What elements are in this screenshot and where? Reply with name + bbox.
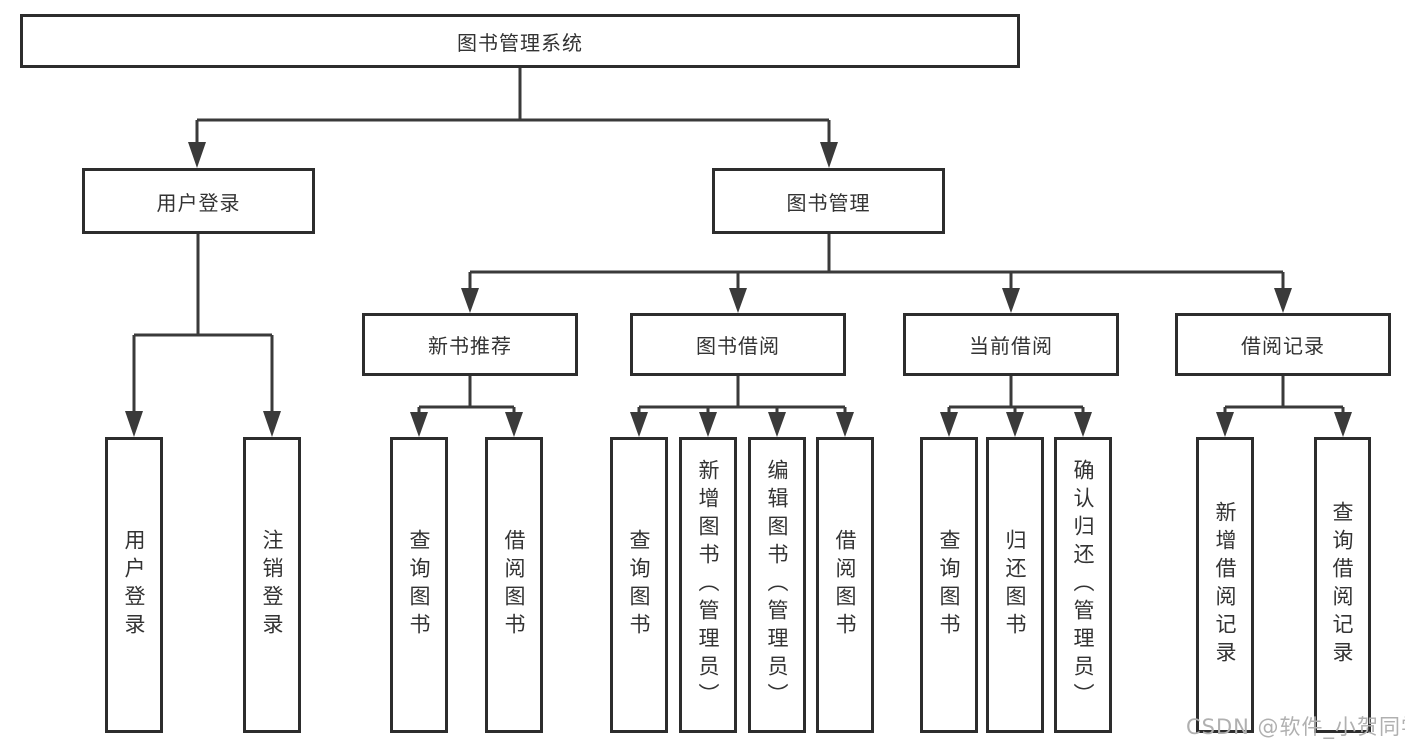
connector-book-borrow-children [630, 376, 854, 437]
leaf-recommend-query-books: 查询图书 [390, 437, 448, 733]
node-book-management: 图书管理 [712, 168, 945, 234]
node-new-book-recommend: 新书推荐 [362, 313, 578, 376]
connector-borrow-records-children [1216, 376, 1352, 437]
leaf-current-query-books: 查询图书 [920, 437, 978, 733]
node-user-login: 用户登录 [82, 168, 315, 234]
leaf-confirm-return-admin: 确认归还（管理员） [1054, 437, 1112, 733]
leaf-logout: 注销登录 [243, 437, 301, 733]
leaf-user-login: 用户登录 [105, 437, 163, 733]
leaf-return-book: 归还图书 [986, 437, 1044, 733]
leaf-query-borrow-record: 查询借阅记录 [1314, 437, 1371, 733]
leaf-borrow-query-books: 查询图书 [610, 437, 668, 733]
node-root-system: 图书管理系统 [20, 14, 1020, 68]
connector-root-to-level2 [188, 68, 838, 168]
connector-book-management-children [461, 234, 1292, 313]
node-book-borrow: 图书借阅 [630, 313, 846, 376]
leaf-add-book-admin: 新增图书（管理员） [679, 437, 737, 733]
leaf-add-borrow-record: 新增借阅记录 [1196, 437, 1254, 733]
connector-user-login-children [125, 234, 281, 437]
leaf-recommend-borrow-books: 借阅图书 [485, 437, 543, 733]
node-borrow-records: 借阅记录 [1175, 313, 1391, 376]
node-current-borrow: 当前借阅 [903, 313, 1119, 376]
connector-current-borrow-children [940, 376, 1092, 437]
csdn-watermark: CSDN @软件_小贺同学 [1186, 715, 1405, 739]
leaf-borrow-books: 借阅图书 [816, 437, 874, 733]
connector-new-book-recommend-children [410, 376, 523, 437]
leaf-edit-book-admin: 编辑图书（管理员） [748, 437, 806, 733]
